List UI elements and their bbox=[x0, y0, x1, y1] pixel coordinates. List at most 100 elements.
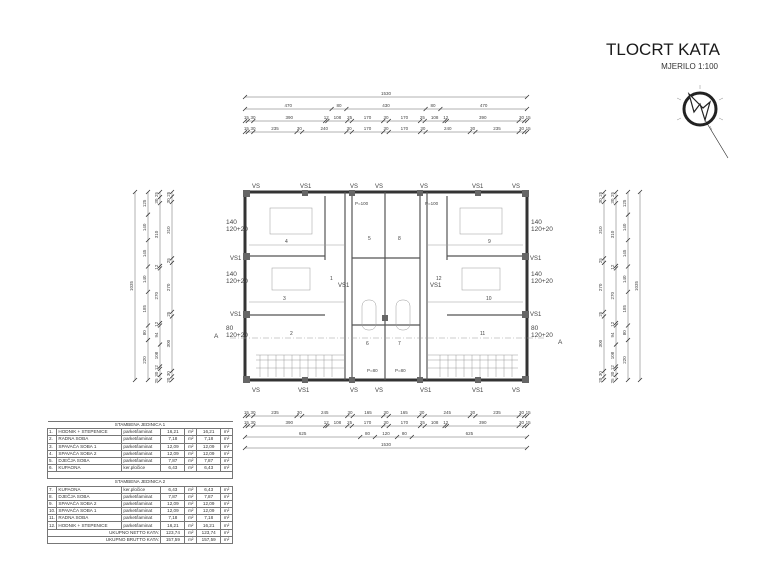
dimension-tick bbox=[613, 342, 619, 347]
dimension-tick bbox=[157, 364, 163, 369]
dimension-label: 30 bbox=[383, 420, 389, 425]
column-label: VS bbox=[252, 388, 260, 394]
dimension-tick bbox=[350, 413, 356, 419]
column-label: VS bbox=[350, 388, 358, 394]
spacer bbox=[47, 471, 233, 479]
dimension-label: 15 bbox=[244, 420, 250, 425]
dimension-tick bbox=[386, 413, 392, 419]
dimension-label: 12 bbox=[324, 420, 330, 425]
dimension-label: 30 bbox=[250, 420, 256, 425]
dimension-label: 140 bbox=[622, 223, 627, 231]
unit: m² bbox=[220, 528, 233, 537]
dimension-tick bbox=[625, 264, 631, 269]
gross-area: 6,43 bbox=[196, 485, 222, 494]
dimension-label: 25 bbox=[598, 258, 603, 264]
dimension-tick bbox=[157, 320, 163, 326]
dimension-tick bbox=[169, 199, 175, 205]
dimension-label: 125 bbox=[622, 199, 627, 207]
dimension-label: 390 bbox=[285, 420, 293, 425]
room-number: 2 bbox=[290, 331, 293, 337]
dimension-label: 140 bbox=[622, 275, 627, 283]
column-labels: VS VS1 VS VS VS VS1 VS VS VS1 VS VS VS1 … bbox=[230, 184, 542, 394]
dimension-tick bbox=[242, 129, 248, 135]
dimension-tick bbox=[613, 377, 619, 383]
window-sill: 120+20 bbox=[226, 278, 248, 285]
dimension-label: 140 bbox=[142, 223, 147, 231]
gross-area: 7,87 bbox=[196, 492, 222, 501]
dimension-tick bbox=[242, 106, 248, 112]
dimension-tick bbox=[422, 423, 427, 429]
dimension-label: 1530 bbox=[381, 91, 392, 96]
dimension-tick bbox=[169, 256, 175, 261]
window-width: 140 bbox=[226, 271, 237, 278]
room-name: KUPAONA bbox=[56, 485, 123, 494]
total-gross: 123,74 bbox=[196, 528, 222, 537]
dimension-tick bbox=[242, 94, 248, 100]
room-name: DJEČJA SOBA bbox=[56, 456, 123, 466]
row-number: 3. bbox=[46, 442, 58, 451]
dimension-label: 125 bbox=[142, 199, 147, 207]
unit: m² bbox=[220, 435, 233, 444]
dimension-tick bbox=[242, 423, 248, 429]
dimension-tick bbox=[516, 413, 521, 419]
net-area: 7,18 bbox=[160, 514, 186, 523]
dimension-tick bbox=[613, 263, 619, 269]
column-label: VS bbox=[512, 184, 520, 190]
unit-title: STAMBENA JEDINICA 1 bbox=[47, 420, 233, 430]
dimension-label: 30 bbox=[470, 126, 476, 131]
dimension-label: 235 bbox=[493, 126, 501, 131]
dimension-label: 245 bbox=[321, 410, 329, 415]
dimension-label: 108 bbox=[431, 420, 439, 425]
dimension-tick bbox=[242, 434, 248, 440]
column-label: VS1 bbox=[472, 184, 484, 190]
dimension-label: 12 bbox=[154, 264, 159, 270]
dimension-tick bbox=[251, 413, 256, 419]
dimension-tick bbox=[625, 337, 631, 343]
unit: m² bbox=[220, 485, 233, 494]
dimension-tick bbox=[444, 118, 450, 124]
dimension-tick bbox=[325, 118, 330, 124]
floor-finish: parket/laminat bbox=[121, 514, 162, 523]
gross-area: 12,09 bbox=[196, 449, 222, 458]
dimension-label: 30 bbox=[419, 410, 425, 415]
dimension-label: 25 bbox=[598, 311, 603, 317]
dimension-label: 30 bbox=[383, 410, 389, 415]
dimension-label: 165 bbox=[400, 410, 408, 415]
dimension-label: 15 bbox=[526, 410, 532, 415]
dimension-label: 30 bbox=[519, 115, 525, 120]
total-label: UKUPNO NETTO KATA: bbox=[46, 528, 162, 537]
column-label: VS1 bbox=[230, 312, 242, 318]
dimension-label: 30 bbox=[598, 371, 603, 377]
dimension-label: 80 bbox=[142, 330, 147, 336]
dimension-label: 25 bbox=[347, 420, 353, 425]
window-sill: 120+20 bbox=[531, 226, 553, 233]
dimension-tick bbox=[145, 189, 151, 195]
room-number: 10 bbox=[486, 296, 492, 302]
room-name: HODNIK + STEPENICE bbox=[56, 521, 123, 530]
dimension-tick bbox=[145, 289, 151, 295]
dimension-label: 220 bbox=[622, 356, 627, 364]
dimension-label: 30 bbox=[250, 410, 256, 415]
column-label: VS1 bbox=[530, 256, 542, 262]
dimension-label: 30 bbox=[250, 126, 256, 131]
dimension-tick bbox=[422, 413, 427, 419]
window-width: 140 bbox=[226, 219, 237, 226]
window-width: 80 bbox=[226, 325, 234, 332]
dimension-label: 25 bbox=[347, 115, 353, 120]
dimension-tick bbox=[157, 266, 163, 271]
dimension-label: 145 bbox=[142, 249, 147, 257]
dimension-tick bbox=[157, 372, 163, 378]
dimension-tick bbox=[349, 423, 355, 429]
dimension-label: 30 bbox=[519, 420, 525, 425]
total-label: UKUPNO BRUTTO KATA: bbox=[46, 535, 162, 545]
dimension-tick bbox=[601, 256, 607, 261]
net-area: 7,87 bbox=[160, 492, 186, 501]
dimension-tick bbox=[349, 129, 355, 135]
dimension-tick bbox=[637, 189, 643, 195]
unit: m² bbox=[220, 521, 233, 530]
